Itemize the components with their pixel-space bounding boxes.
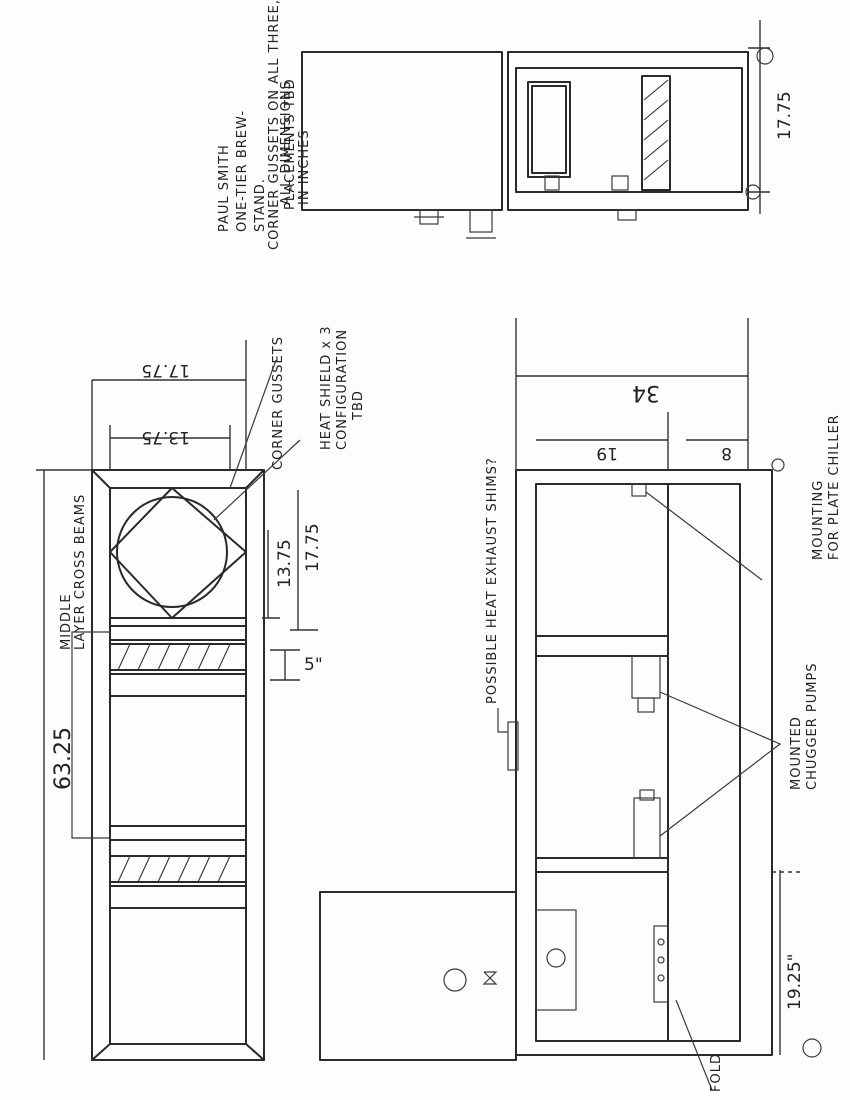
side-view-frame-inner <box>515 67 743 193</box>
inner-depth-dim: 13.75 <box>275 539 295 588</box>
chiller-label-1: MOUNTING <box>811 480 826 560</box>
cross-beam-3 <box>109 825 247 841</box>
height-dim: 34 <box>632 380 660 405</box>
top-view-bevels <box>91 469 265 1061</box>
middle-layer-label-2: LAYER CROSS BEAMS <box>73 494 88 650</box>
cross-beam-4 <box>109 885 247 909</box>
title-line-1: PAUL SMITH <box>217 144 232 232</box>
side-view-hatch <box>643 79 669 181</box>
units-line-1: ALL DIMENSIONS <box>279 80 294 205</box>
top-view-outer-frame <box>91 469 265 1061</box>
middle-layer-label-1: MIDDLE <box>59 593 74 650</box>
exhaust-label: POSSIBLE HEAT EXHAUST SHIMS? <box>485 457 500 704</box>
gusset-note-line-1: CORNER GUSSETS ON ALL THREE, <box>267 0 282 250</box>
pumps-leader <box>659 691 782 837</box>
control-panel <box>535 909 577 1011</box>
side-view-bracket <box>611 175 629 191</box>
front-door-panel <box>319 891 517 1061</box>
small-dim: 5" <box>304 655 323 675</box>
inner-width-dim: 13.75 <box>141 427 190 447</box>
side-dim-circle-bottom <box>745 184 761 200</box>
door-latch <box>482 971 498 985</box>
heat-shield-leader <box>213 439 301 521</box>
side-view: 17.75 <box>301 20 795 239</box>
side-view-valve <box>544 175 560 191</box>
cross-beam-1 <box>109 625 247 641</box>
heat-shield-label-2: CONFIGURATION <box>335 329 350 450</box>
corner-gussets-label: CORNER GUSSETS <box>271 336 286 470</box>
chiller-mount <box>631 483 647 497</box>
front-view: MOUNTING FOR PLATE CHILLER MOUNTED CHUGG… <box>319 318 842 1092</box>
kettle-circle <box>116 496 228 608</box>
gusset-leader <box>229 359 277 489</box>
outer-width-dim: 17.75 <box>141 360 190 380</box>
heat-shield-2 <box>109 855 247 883</box>
units-line-2: IN INCHES <box>297 129 312 205</box>
pump-2 <box>633 797 661 859</box>
side-view-fittings <box>414 209 637 239</box>
control-knob <box>546 948 566 968</box>
chiller-leader <box>645 491 763 581</box>
heat-shield-1-hatch <box>117 643 231 671</box>
heat-shield-2-hatch <box>117 855 231 883</box>
side-dim-circle-top <box>756 47 774 65</box>
side-view-box-inner <box>531 85 567 174</box>
front-view-outer-frame <box>515 469 773 1056</box>
middle-layer-leader <box>71 631 110 839</box>
pumps-label-2: CHUGGER PUMPS <box>805 662 820 790</box>
cross-beam-2 <box>109 673 247 697</box>
front-dim-circle-bottom <box>802 1038 822 1058</box>
heat-shield-label-1: HEAT SHIELD x 3 <box>319 325 334 450</box>
units-note: ALL DIMENSIONS IN INCHES <box>279 80 312 205</box>
fold-leader <box>675 999 713 1091</box>
front-dim-circle-top <box>771 458 785 472</box>
door-handle <box>443 968 467 992</box>
title-line-3: STAND. <box>253 178 268 232</box>
outer-depth-dim: 17.75 <box>303 523 323 572</box>
upper-dim: 19 <box>596 443 618 463</box>
pumps-label-1: MOUNTED <box>789 716 804 790</box>
side-view-box <box>527 81 571 178</box>
top-view: 17.75 13.75 63.25 MIDDLE LAYER CROSS BEA… <box>36 325 366 1061</box>
burner-bay <box>109 487 247 619</box>
gusset-note-line-2: PLACEMENTS TBD <box>283 78 298 210</box>
title-line-2: ONE-TIER BREW- <box>235 110 250 232</box>
side-dim: 19.25" <box>785 954 805 1011</box>
pump-1 <box>631 655 661 699</box>
heat-shield-label-3: TBD <box>351 390 366 421</box>
side-view-shield <box>641 75 671 191</box>
corner-gusset-diamond <box>109 487 247 619</box>
gusset-note: CORNER GUSSETS ON ALL THREE, PLACEMENTS … <box>267 0 298 250</box>
side-depth-dim: 17.75 <box>775 91 795 140</box>
chiller-label-2: FOR PLATE CHILLER <box>827 414 842 560</box>
heat-shield-1 <box>109 643 247 671</box>
outlet-strip <box>653 925 669 1003</box>
fold-label: FOLD <box>709 1053 724 1092</box>
lower-dim: 8 <box>721 443 732 463</box>
front-view-inner-frame <box>535 483 741 1042</box>
exhaust-shim <box>507 721 519 771</box>
side-view-panel <box>301 51 503 211</box>
title-block: PAUL SMITH ONE-TIER BREW- STAND. <box>217 110 268 232</box>
